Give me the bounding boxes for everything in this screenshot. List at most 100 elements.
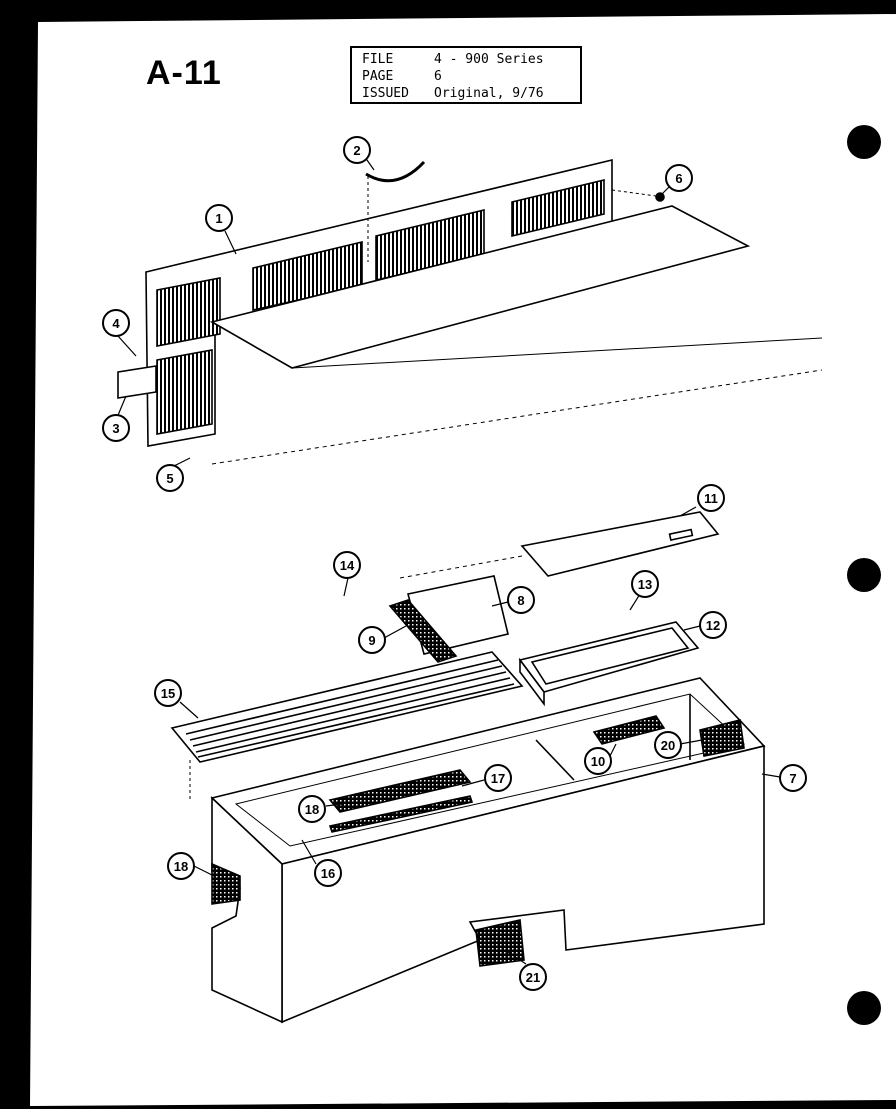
callout-6: 6: [665, 164, 693, 192]
coil-fin: [189, 665, 503, 741]
coil-grille-part-15: [170, 651, 524, 763]
callout-18-top: 18: [298, 795, 326, 823]
file-row: FILE 4 - 900 Series: [362, 51, 580, 68]
svg-text:11: 11: [704, 491, 718, 506]
issued-row: ISSUED Original, 9/76: [362, 85, 580, 102]
leader-line: [224, 230, 237, 255]
leader-line: [179, 701, 199, 719]
leader-line: [679, 506, 697, 517]
callout-13: 13: [631, 570, 659, 598]
coil-fin: [185, 659, 499, 735]
leader-line: [491, 601, 509, 607]
callout-16: 16: [314, 859, 342, 887]
leader-line: [761, 773, 781, 778]
svg-text:21: 21: [526, 970, 540, 985]
leader-line: [507, 951, 527, 965]
callout-3: 3: [102, 414, 130, 442]
screw-part-6: [611, 189, 657, 197]
leader-line: [629, 593, 641, 611]
callout-18-side: 18: [167, 852, 195, 880]
svg-text:6: 6: [675, 171, 682, 186]
leader-line: [325, 803, 343, 807]
leader-line: [193, 865, 215, 877]
svg-text:8: 8: [517, 593, 524, 608]
filter-part-9: [388, 599, 458, 663]
svg-text:9: 9: [368, 633, 375, 648]
svg-text:13: 13: [638, 577, 652, 592]
svg-text:4: 4: [112, 316, 120, 331]
leader-line: [683, 625, 701, 631]
callout-17: 17: [484, 764, 512, 792]
callout-5: 5: [156, 464, 184, 492]
leader-line: [117, 335, 137, 357]
svg-text:7: 7: [789, 771, 796, 786]
callout-4: 4: [102, 309, 130, 337]
svg-text:20: 20: [661, 738, 675, 753]
cabinet-partition: [535, 739, 575, 781]
file-key: FILE: [362, 52, 394, 67]
svg-text:12: 12: [706, 618, 720, 633]
mesh-part-18-top: [328, 769, 472, 813]
page-key: PAGE: [362, 69, 394, 84]
upper-cabinet-top: [209, 205, 751, 369]
callout-8: 8: [507, 586, 535, 614]
callout-1: 1: [205, 204, 233, 232]
svg-text:16: 16: [321, 866, 335, 881]
bracket-part-2: [365, 160, 426, 183]
svg-text:5: 5: [166, 471, 173, 486]
svg-text:3: 3: [112, 421, 119, 436]
clip-part-3: [117, 365, 157, 399]
lower-cabinet-front: [281, 744, 765, 1024]
callout-12: 12: [699, 611, 727, 639]
leader-line: [343, 577, 349, 597]
file-info-box: FILE 4 - 900 Series PAGE 6 ISSUED Origin…: [350, 46, 582, 104]
punch-hole: [847, 558, 881, 592]
leader-line: [659, 185, 671, 197]
issued-key: ISSUED: [362, 86, 409, 101]
callout-9: 9: [358, 626, 386, 654]
strip-part-17: [328, 795, 474, 833]
page-row: PAGE 6: [362, 68, 580, 85]
page-value: 6: [434, 69, 442, 84]
cover-slot: [668, 528, 694, 541]
punch-hole: [847, 991, 881, 1025]
top-cover-part-11: [520, 511, 720, 577]
svg-text:10: 10: [591, 754, 605, 769]
leader-line: [301, 839, 317, 865]
mesh-part-18-side: [211, 862, 241, 905]
callout-21: 21: [519, 963, 547, 991]
callout-14: 14: [333, 551, 361, 579]
grille-vent: [156, 349, 213, 435]
callout-11: 11: [697, 484, 725, 512]
callout-15: 15: [154, 679, 182, 707]
tray-side: [519, 657, 545, 707]
leader-line: [383, 625, 407, 639]
leader-line: [461, 779, 485, 787]
svg-text:17: 17: [491, 771, 505, 786]
coil-fin: [197, 683, 515, 758]
leader-line: [679, 739, 703, 745]
coil-fin: [195, 677, 511, 753]
grille-vent: [156, 277, 221, 347]
callout-10: 10: [584, 747, 612, 775]
issued-value: Original, 9/76: [434, 86, 544, 101]
coil-fin: [192, 671, 507, 747]
callout-7: 7: [779, 764, 807, 792]
upper-cabinet-edge: [291, 337, 823, 369]
mesh-part-10: [592, 715, 666, 745]
tray-inner: [530, 627, 690, 685]
svg-text:18: 18: [174, 859, 188, 874]
upper-cabinet-edge: [211, 369, 823, 465]
screw-part-6-head: [655, 192, 665, 202]
punch-hole: [847, 125, 881, 159]
grille-vent: [511, 178, 605, 238]
svg-text:14: 14: [340, 558, 355, 573]
svg-text:18: 18: [305, 802, 319, 817]
svg-text:15: 15: [161, 686, 175, 701]
svg-text:1: 1: [215, 211, 222, 226]
callout-20: 20: [654, 731, 682, 759]
callout-2: 2: [343, 136, 371, 164]
file-value: 4 - 900 Series: [434, 52, 544, 67]
